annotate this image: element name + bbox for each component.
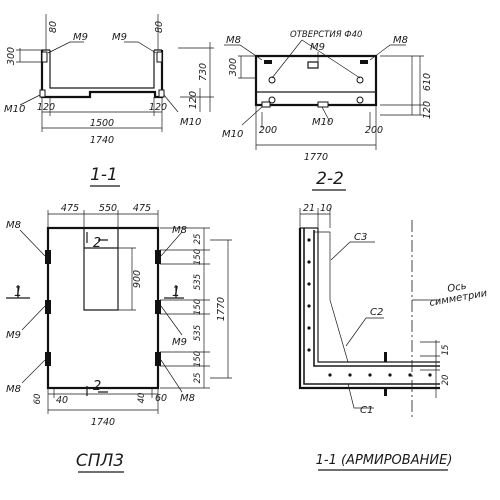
plan-section-2-bottom: 2 (93, 379, 101, 394)
v22-dim-left-height: 300 (228, 58, 239, 76)
reinf-label-c3: С3 (354, 232, 367, 243)
plan-label-m8-bottom-left: M8 (6, 384, 21, 395)
plan-dim-bottom-left: 40 (56, 395, 68, 406)
plan-label-m8-top-left: M8 (6, 220, 21, 231)
v22-dim-right-small: 120 (422, 101, 433, 119)
plan-label-m8-bottom-right: M8 (180, 393, 195, 404)
plan-label-m9-right: M9 (172, 337, 187, 348)
v22-dim-right-height: 610 (422, 73, 433, 91)
plan-label-m8-top-right: M8 (172, 225, 187, 236)
plan-dim-top-left: 475 (61, 203, 79, 214)
reinf-label-c1: С1 (360, 405, 373, 416)
plan-dim-bottom-right-edge: 60 (155, 393, 167, 404)
v22-label-m9: M9 (310, 42, 325, 53)
plan-title: СПЛ3 (76, 451, 124, 471)
plan-dim-col-7: 25 (193, 373, 203, 384)
v11-dim-top-right: 80 (154, 21, 165, 33)
plan-dim-opening: 900 (132, 270, 143, 288)
reinf-label-axis-1: Ось (447, 281, 468, 295)
plan-section-1-right: 1 (172, 285, 180, 300)
reinf-dim-top-a: 21 (303, 203, 315, 214)
v11-dim-total: 1740 (90, 135, 114, 146)
plan-dim-total: 1740 (91, 417, 115, 428)
plan-dim-col-6: 150 (193, 351, 203, 367)
view-plan (6, 210, 232, 414)
plan-dim-col-5: 535 (193, 325, 203, 341)
view-1-1 (16, 14, 214, 132)
v11-dim-bottom-left: 120 (37, 102, 55, 113)
reinf-dim-right-top: 15 (441, 345, 451, 356)
plan-dim-total-height: 1770 (216, 297, 227, 321)
v22-hole-note: ОТВЕРСТИЯ Ф40 (290, 30, 362, 40)
view-reinforcement (298, 208, 440, 420)
plan-section-2-top: 2 (93, 236, 101, 251)
plan-dim-top-mid: 550 (99, 203, 117, 214)
v11-label-m9-left: M9 (73, 32, 88, 43)
plan-dim-col-2: 150 (193, 249, 203, 265)
v11-dim-right-small: 120 (188, 91, 199, 109)
reinf-title: 1-1 (АРМИРОВАНИЕ) (316, 453, 453, 468)
plan-dim-col-1: 25 (193, 234, 203, 245)
v22-label-m10-mid: M10 (312, 117, 333, 128)
v22-label-m8-right: M8 (393, 35, 408, 46)
plan-dim-bottom-right: 40 (137, 393, 147, 404)
v11-dim-right-height: 730 (198, 63, 209, 81)
v22-title: 2-2 (316, 169, 344, 189)
v22-dim-bottom-right: 200 (365, 125, 383, 136)
v11-label-m9-right: M9 (112, 32, 127, 43)
v11-dim-bottom-right: 120 (149, 102, 167, 113)
v11-title: 1-1 (90, 165, 118, 185)
v11-dim-left-height: 300 (6, 47, 17, 65)
plan-dim-top-right: 475 (133, 203, 151, 214)
reinf-dim-top-b: 10 (320, 203, 332, 214)
v11-label-m10-left: M10 (4, 104, 25, 115)
v22-label-m8-left: M8 (226, 35, 241, 46)
plan-section-1-left: 1 (14, 285, 22, 300)
v22-dim-bottom-left: 200 (259, 125, 277, 136)
v11-dim-top-left: 80 (48, 21, 59, 33)
reinf-dim-right-bottom: 20 (441, 375, 451, 386)
v11-dim-bottom-mid: 1500 (90, 118, 114, 129)
v22-label-m10-left: M10 (222, 129, 243, 140)
reinf-label-c2: С2 (370, 307, 383, 318)
plan-dim-col-3: 535 (193, 274, 203, 290)
plan-dim-col-4: 150 (193, 299, 203, 315)
plan-label-m9-left: M9 (6, 330, 21, 341)
view-2-2 (224, 39, 424, 150)
v22-dim-total: 1770 (304, 152, 328, 163)
v11-label-m10-right: M10 (180, 117, 201, 128)
plan-dim-bottom-left-edge: 60 (33, 394, 43, 405)
